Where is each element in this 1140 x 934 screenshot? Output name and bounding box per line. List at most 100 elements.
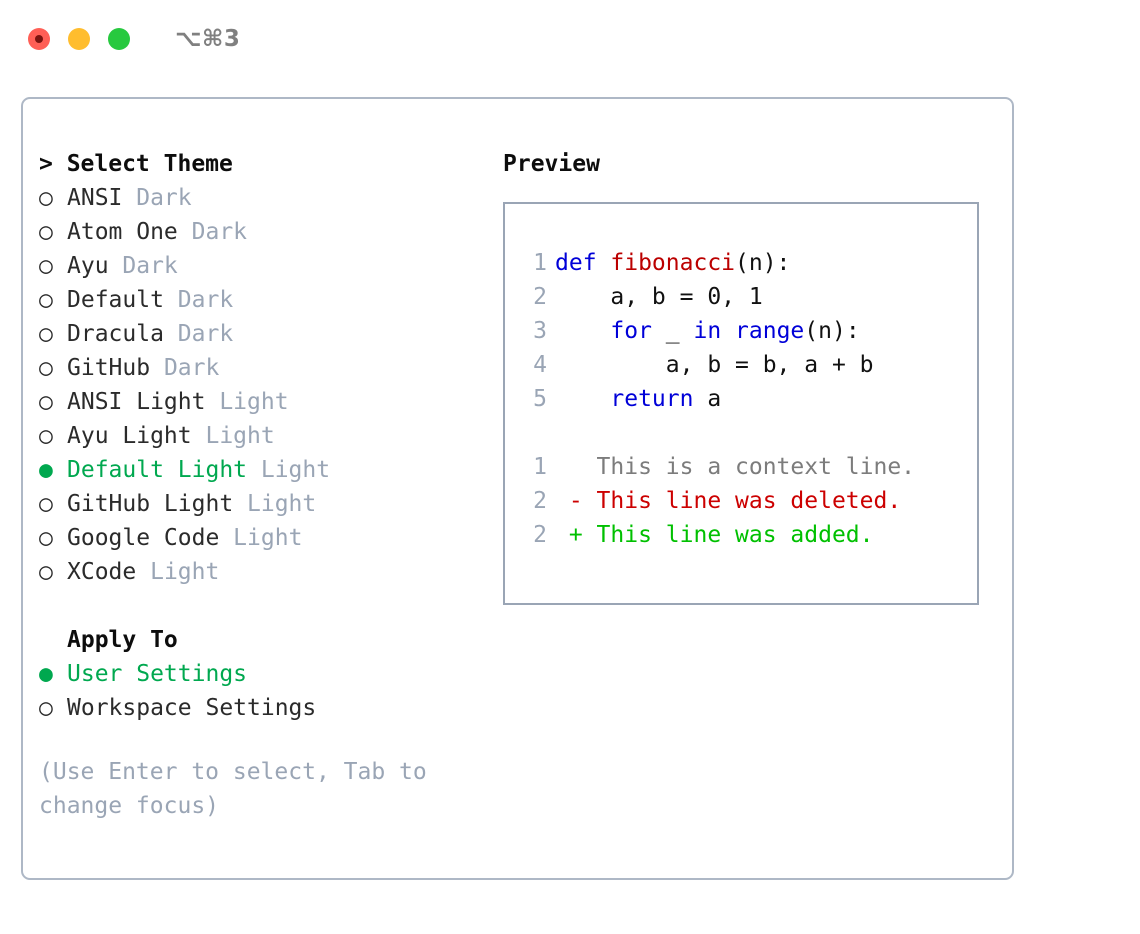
theme-option-label: Ayu <box>67 253 109 279</box>
radio-unselected-icon: ○ <box>39 559 53 585</box>
code-token <box>555 386 610 412</box>
theme-category-tag: Dark <box>122 185 192 211</box>
theme-option-label: ANSI Light <box>67 389 206 415</box>
code-line-number: 4 <box>533 352 547 378</box>
radio-selected-icon: ● <box>39 457 53 483</box>
theme-option-label: GitHub <box>67 355 151 381</box>
theme-option-label: Atom One <box>67 219 178 245</box>
diff-line-text: + This line was added. <box>555 522 874 548</box>
theme-option-label: XCode <box>67 559 137 585</box>
select-theme-heading: > Select Theme <box>39 151 233 177</box>
theme-option-7[interactable]: ○ Ayu Light Light <box>39 419 499 453</box>
code-token: def <box>555 250 611 276</box>
theme-option-3[interactable]: ○ Default Dark <box>39 283 499 317</box>
preview-heading: Preview <box>503 151 600 177</box>
code-token <box>555 318 610 344</box>
radio-unselected-icon: ○ <box>39 491 53 517</box>
radio-unselected-icon: ○ <box>39 219 53 245</box>
keyboard-shortcut-label: ⌥⌘3 <box>175 26 241 52</box>
title-bar: ⌥⌘3 <box>0 0 1140 78</box>
code-line: 1 def fibonacci(n): <box>517 246 977 280</box>
theme-option-10[interactable]: ○ Google Code Light <box>39 521 499 555</box>
theme-option-4[interactable]: ○ Dracula Dark <box>39 317 499 351</box>
code-line-number: 2 <box>533 284 547 310</box>
theme-selector-column: > Select Theme ○ANSI Dark○Atom One Dark○… <box>39 147 499 823</box>
theme-option-label: Ayu Light <box>67 423 192 449</box>
code-token: (n): <box>804 318 860 344</box>
code-line-number: 1 <box>533 250 547 276</box>
code-token: a, b = 0, 1 <box>555 284 763 310</box>
apply-option-1[interactable]: ○ Workspace Settings <box>39 691 499 725</box>
maximize-button-icon[interactable] <box>108 28 130 50</box>
diff-line-text: - This line was deleted. <box>555 488 902 514</box>
theme-option-0[interactable]: ○ANSI Dark <box>39 181 499 215</box>
theme-category-tag: Light <box>247 457 331 483</box>
radio-unselected-icon: ○ <box>39 287 53 313</box>
apply-option-0[interactable]: ●User Settings <box>39 657 499 691</box>
theme-category-tag: Dark <box>108 253 178 279</box>
theme-option-11[interactable]: ○XCode Light <box>39 555 499 589</box>
code-line-number: 3 <box>533 318 547 344</box>
code-token: (n): <box>735 250 791 276</box>
theme-category-tag: Light <box>219 525 303 551</box>
theme-category-tag: Dark <box>163 287 234 313</box>
code-token <box>721 318 735 344</box>
radio-unselected-icon: ○ <box>39 423 53 449</box>
diff-line-number: 1 <box>533 454 547 480</box>
diff-line-text: This is a context line. <box>555 454 916 480</box>
theme-category-tag: Dark <box>163 321 234 347</box>
code-token: _ <box>651 318 694 344</box>
theme-category-tag: Dark <box>150 355 220 381</box>
radio-unselected-icon: ○ <box>39 253 53 279</box>
window-controls <box>28 28 130 50</box>
theme-option-label: Default Light <box>67 457 248 483</box>
theme-option-8[interactable]: ● Default Light Light <box>39 453 499 487</box>
theme-option-label: Default <box>67 287 164 313</box>
theme-option-6[interactable]: ○ANSI Light Light <box>39 385 499 419</box>
diff-line-number: 2 <box>533 522 547 548</box>
close-button-icon[interactable] <box>28 28 50 50</box>
theme-option-label: GitHub Light <box>67 491 234 517</box>
code-token: in <box>693 318 722 344</box>
apply-option-label: Workspace Settings <box>67 695 317 721</box>
code-token: for <box>610 318 652 344</box>
radio-unselected-icon: ○ <box>39 525 53 551</box>
theme-category-tag: Light <box>191 423 275 449</box>
theme-option-label: Google Code <box>67 525 220 551</box>
radio-unselected-icon: ○ <box>39 185 53 211</box>
theme-list[interactable]: ○ANSI Dark○Atom One Dark○Ayu Dark○Defaul… <box>39 181 499 589</box>
apply-to-heading: Apply To <box>67 627 178 653</box>
radio-unselected-icon: ○ <box>39 389 53 415</box>
apply-option-label: User Settings <box>67 661 248 687</box>
theme-category-tag: Dark <box>177 219 248 245</box>
code-token: return <box>610 386 694 412</box>
theme-option-1[interactable]: ○ Atom One Dark <box>39 215 499 249</box>
diff-line: 1 This is a context line. <box>517 450 977 484</box>
code-line: 4 a, b = b, a + b <box>517 348 977 382</box>
code-diff-gap <box>517 416 977 450</box>
code-line: 3 for _ in range(n): <box>517 314 977 348</box>
theme-option-2[interactable]: ○ Ayu Dark <box>39 249 499 283</box>
radio-unselected-icon: ○ <box>39 355 53 381</box>
diff-line: 2 + This line was added. <box>517 518 977 552</box>
diff-line-number: 2 <box>533 488 547 514</box>
minimize-button-icon[interactable] <box>68 28 90 50</box>
radio-unselected-icon: ○ <box>39 695 53 721</box>
code-token: a, b = b, a + b <box>555 352 874 378</box>
diff-preview: 1 This is a context line.2 - This line w… <box>517 450 977 552</box>
theme-option-9[interactable]: ○ GitHub Light Light <box>39 487 499 521</box>
section-spacer <box>39 589 499 623</box>
code-token: a <box>693 386 722 412</box>
code-token: fibonacci <box>610 250 736 276</box>
diff-line: 2 - This line was deleted. <box>517 484 977 518</box>
theme-option-label: Dracula <box>67 321 164 347</box>
radio-unselected-icon: ○ <box>39 321 53 347</box>
apply-to-list[interactable]: ●User Settings ○ Workspace Settings <box>39 657 499 725</box>
theme-option-5[interactable]: ○ GitHub Dark <box>39 351 499 385</box>
theme-category-tag: Light <box>233 491 317 517</box>
code-line-number: 5 <box>533 386 547 412</box>
